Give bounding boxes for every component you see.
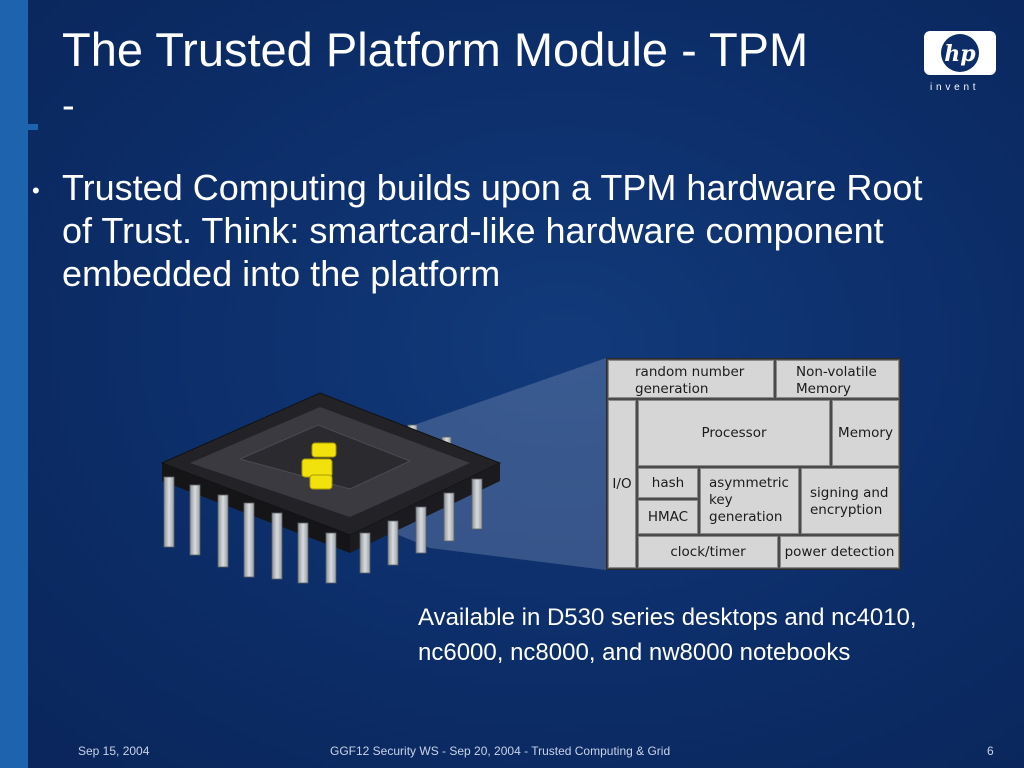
cell-nonvolatile-memory: Non-volatile Memory [776, 360, 899, 398]
footer-center: GGF12 Security WS - Sep 20, 2004 - Trust… [330, 744, 671, 758]
cell-label: I/O [612, 475, 632, 492]
cell-memory: Memory [832, 400, 899, 466]
tpm-chip-illustration [160, 392, 502, 584]
cell-label: generation [635, 381, 709, 397]
cell-label: clock/timer [670, 543, 746, 560]
cell-label: Memory [838, 424, 893, 441]
footer-page-number: 6 [987, 744, 994, 758]
cell-processor: Processor [638, 400, 830, 466]
cell-label: Non-volatile [796, 364, 877, 380]
hp-tagline: i n v e n t [930, 82, 977, 93]
cell-io: I/O [608, 400, 636, 568]
cell-hmac: HMAC [638, 500, 698, 534]
cell-label: hash [651, 474, 685, 491]
cell-label: key [709, 492, 733, 508]
cell-asymmetric-key-generation: asymmetric key generation [700, 468, 799, 534]
cell-label: encryption [810, 502, 883, 518]
bullet-text: Trusted Computing builds upon a TPM hard… [62, 167, 923, 294]
side-accent-notch [0, 124, 38, 130]
hp-logo: hp i n v e n t [922, 30, 998, 94]
slide-title-continuation: - [62, 85, 75, 127]
cell-random-number-generation: random number generation [608, 360, 774, 398]
svg-text:hp: hp [944, 41, 976, 67]
availability-text: Available in D530 series desktops and nc… [418, 604, 917, 666]
bullet-marker: • [32, 178, 40, 203]
cell-label: HMAC [647, 508, 689, 525]
cell-label: generation [709, 509, 783, 525]
slide-title: The Trusted Platform Module - TPM [62, 23, 809, 76]
cell-label: signing and [810, 485, 889, 501]
cell-hash: hash [638, 468, 698, 498]
tpm-block-diagram: random number generation Non-volatile Me… [606, 358, 901, 570]
cell-power-detection: power detection [780, 536, 899, 568]
cell-label: power detection [784, 543, 895, 560]
cell-clock-timer: clock/timer [638, 536, 778, 568]
cell-label: asymmetric [709, 475, 789, 491]
cell-label: random number [635, 364, 745, 380]
cell-label: Processor [701, 424, 767, 441]
footer-date: Sep 15, 2004 [78, 744, 150, 758]
cell-signing-encryption: signing and encryption [801, 468, 899, 534]
cell-label: Memory [796, 381, 851, 397]
hp-logo-icon: hp [924, 31, 996, 75]
